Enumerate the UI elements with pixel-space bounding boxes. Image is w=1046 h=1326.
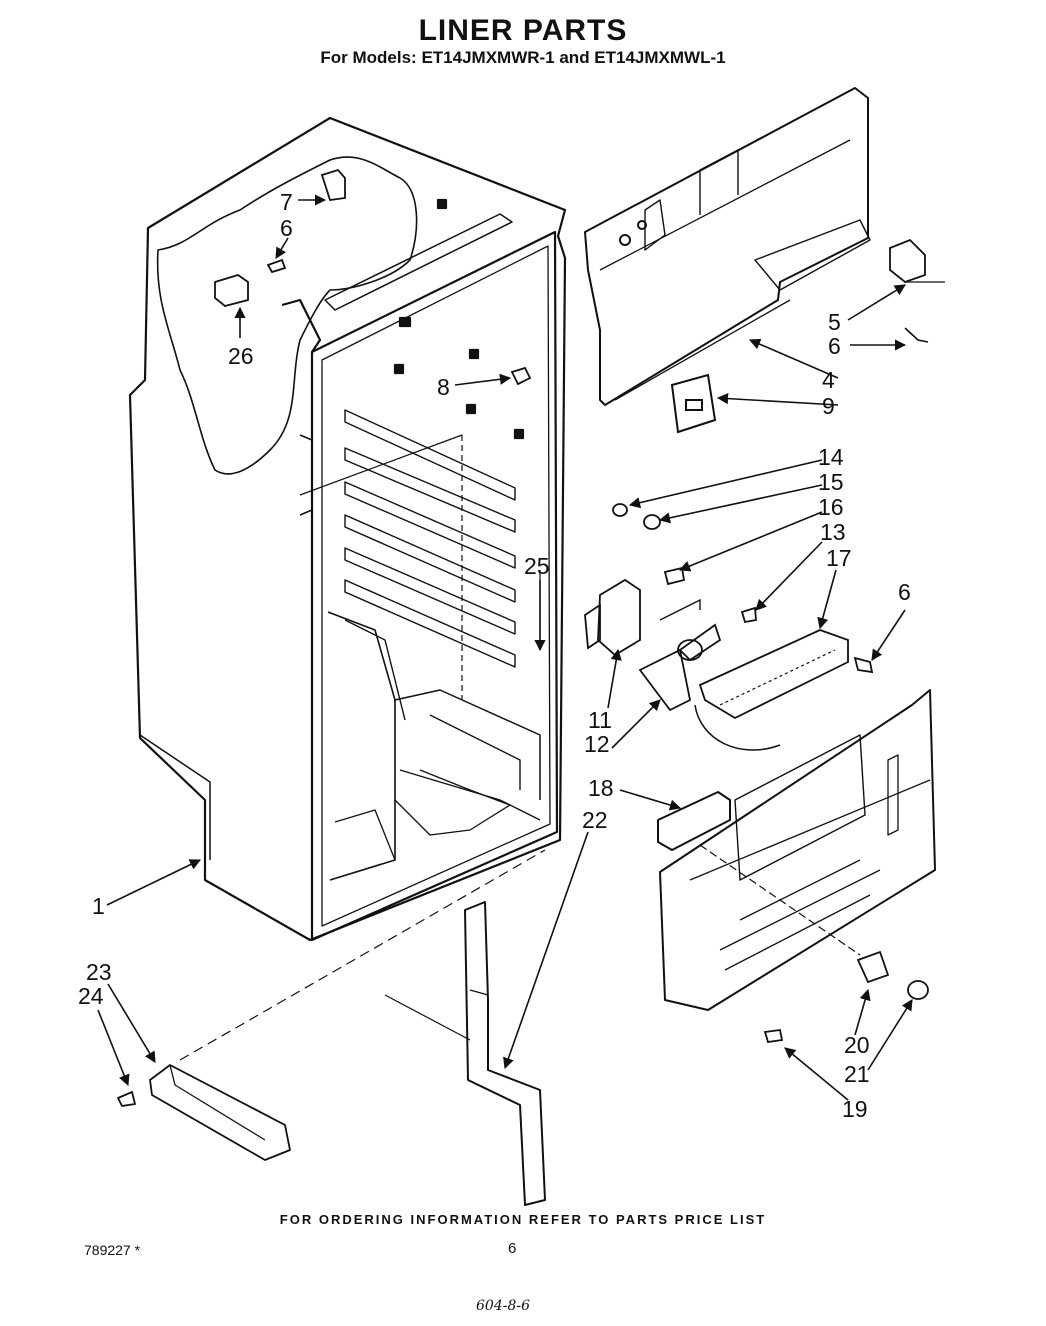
models-subtitle: For Models: ET14JMXMWR-1 and ET14JMXMWL-… bbox=[320, 48, 726, 67]
fan-motor-assembly bbox=[584, 503, 874, 751]
callout-23: 23 bbox=[86, 959, 112, 985]
callout-17: 17 bbox=[826, 545, 852, 571]
callout-20: 20 bbox=[844, 1032, 870, 1058]
leader-arrows bbox=[97, 194, 913, 1101]
rear-panel bbox=[584, 87, 871, 406]
ordering-note: FOR ORDERING INFORMATION REFER TO PARTS … bbox=[279, 1212, 767, 1227]
callout-19: 19 bbox=[842, 1096, 868, 1122]
cabinet-liner bbox=[128, 116, 567, 942]
control-cover bbox=[670, 373, 717, 434]
page-number: 6 bbox=[508, 1240, 517, 1257]
callout-6b: 6 bbox=[280, 215, 293, 241]
bottom-rail bbox=[117, 849, 546, 1161]
page-title: LINER PARTS bbox=[418, 14, 628, 47]
callout-11: 11 bbox=[588, 707, 612, 733]
callout-4: 4 bbox=[822, 367, 835, 393]
callout-12: 12 bbox=[584, 731, 610, 757]
hinge-bracket bbox=[889, 238, 945, 343]
handwritten-note: 604-8-6 bbox=[476, 1298, 530, 1314]
callout-14: 14 bbox=[818, 444, 844, 470]
callout-21: 21 bbox=[844, 1061, 870, 1087]
lower-hardware bbox=[699, 844, 929, 1044]
callout-24: 24 bbox=[78, 983, 104, 1009]
callout-22: 22 bbox=[582, 807, 608, 833]
callout-5: 5 bbox=[828, 309, 841, 335]
callout-13: 13 bbox=[820, 519, 846, 545]
callout-6c: 6 bbox=[898, 579, 911, 605]
document-number: 789227 * bbox=[84, 1242, 141, 1258]
evaporator-cover bbox=[657, 689, 936, 1011]
callout-16: 16 bbox=[818, 494, 844, 520]
callout-25: 25 bbox=[524, 553, 550, 579]
callout-6a: 6 bbox=[828, 333, 841, 359]
callout-18: 18 bbox=[588, 775, 614, 801]
callout-1: 1 bbox=[92, 893, 105, 919]
callout-9: 9 bbox=[822, 393, 835, 419]
callout-numbers: 1 4 5 6 6 6 7 8 9 11 12 13 14 15 16 17 1… bbox=[78, 189, 911, 1122]
callout-15: 15 bbox=[818, 469, 844, 495]
callout-26: 26 bbox=[228, 343, 254, 369]
callout-7: 7 bbox=[280, 189, 293, 215]
callout-8: 8 bbox=[437, 374, 450, 400]
upper-bracket-parts bbox=[214, 168, 532, 386]
air-duct bbox=[384, 901, 546, 1206]
